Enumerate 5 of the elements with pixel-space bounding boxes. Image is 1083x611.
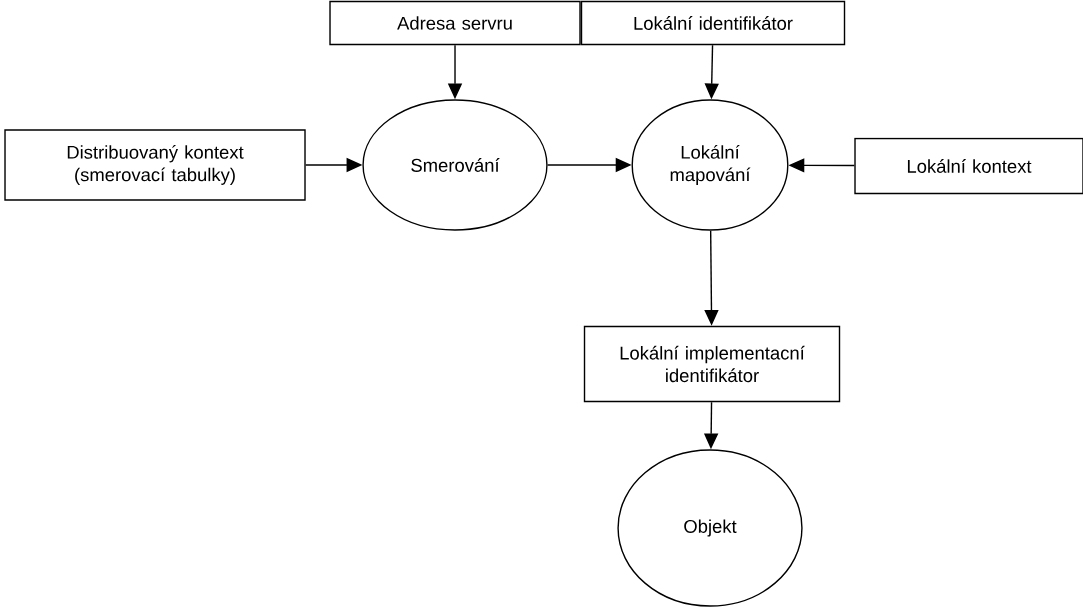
label-box: Lokální kontext (854, 137, 1083, 195)
label-box: Lokální implementacní identifikátor (583, 325, 841, 403)
label-box: Distribuovaný kontext (smerovací tabulky) (4, 129, 306, 201)
label-box: Lokální identifikátor (580, 0, 846, 46)
label-box: Adresa servru (329, 0, 581, 46)
